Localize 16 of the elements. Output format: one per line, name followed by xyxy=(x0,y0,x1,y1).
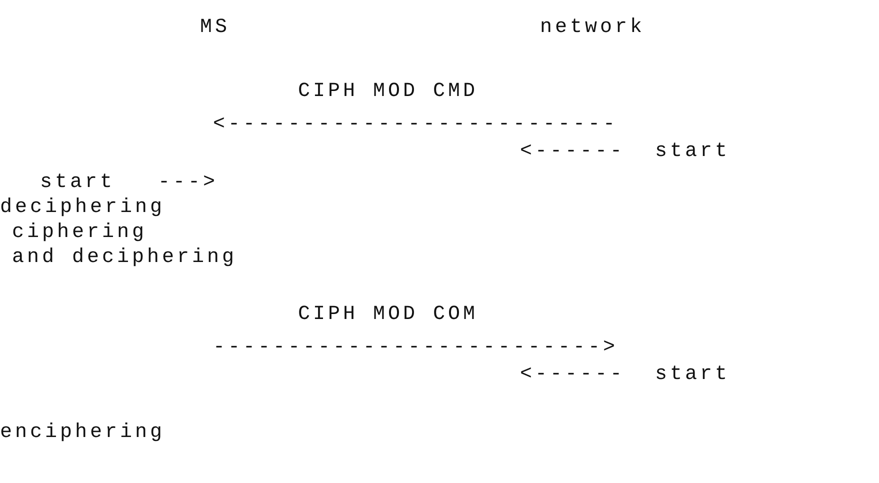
event-label: start xyxy=(655,363,730,387)
message-label: CIPH MOD COM xyxy=(298,303,478,327)
column-heading: network xyxy=(540,16,646,40)
column-heading: MS xyxy=(200,16,230,40)
ascii-arrow: --------------------------> xyxy=(213,336,618,360)
state-label: and deciphering xyxy=(12,246,238,270)
state-label: ciphering xyxy=(12,221,148,245)
event-label: start xyxy=(40,171,116,195)
ascii-arrow: <------ xyxy=(520,140,626,164)
state-label: enciphering xyxy=(0,421,166,445)
ascii-arrow: ---> xyxy=(158,171,218,195)
ascii-arrow: <-------------------------- xyxy=(213,113,618,137)
event-label: start xyxy=(655,140,730,164)
ascii-arrow: <------ xyxy=(520,363,626,387)
message-label: CIPH MOD CMD xyxy=(298,80,478,104)
state-label: deciphering xyxy=(0,196,166,220)
